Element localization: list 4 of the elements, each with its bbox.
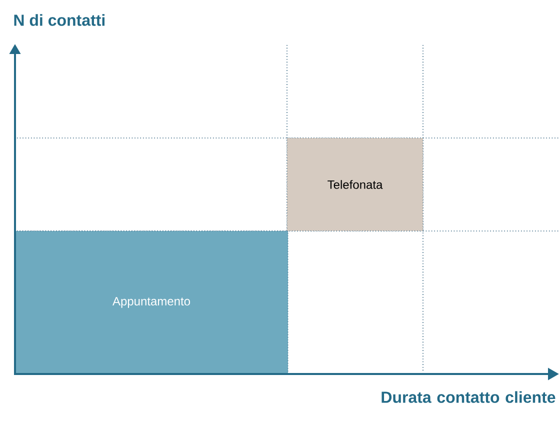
category-box: Appuntamento — [14, 230, 288, 374]
axis-title: Durata contatto cliente — [382, 391, 556, 403]
category-box: Telefonata — [286, 138, 424, 232]
axis-title: N di contatti — [14, 14, 104, 26]
